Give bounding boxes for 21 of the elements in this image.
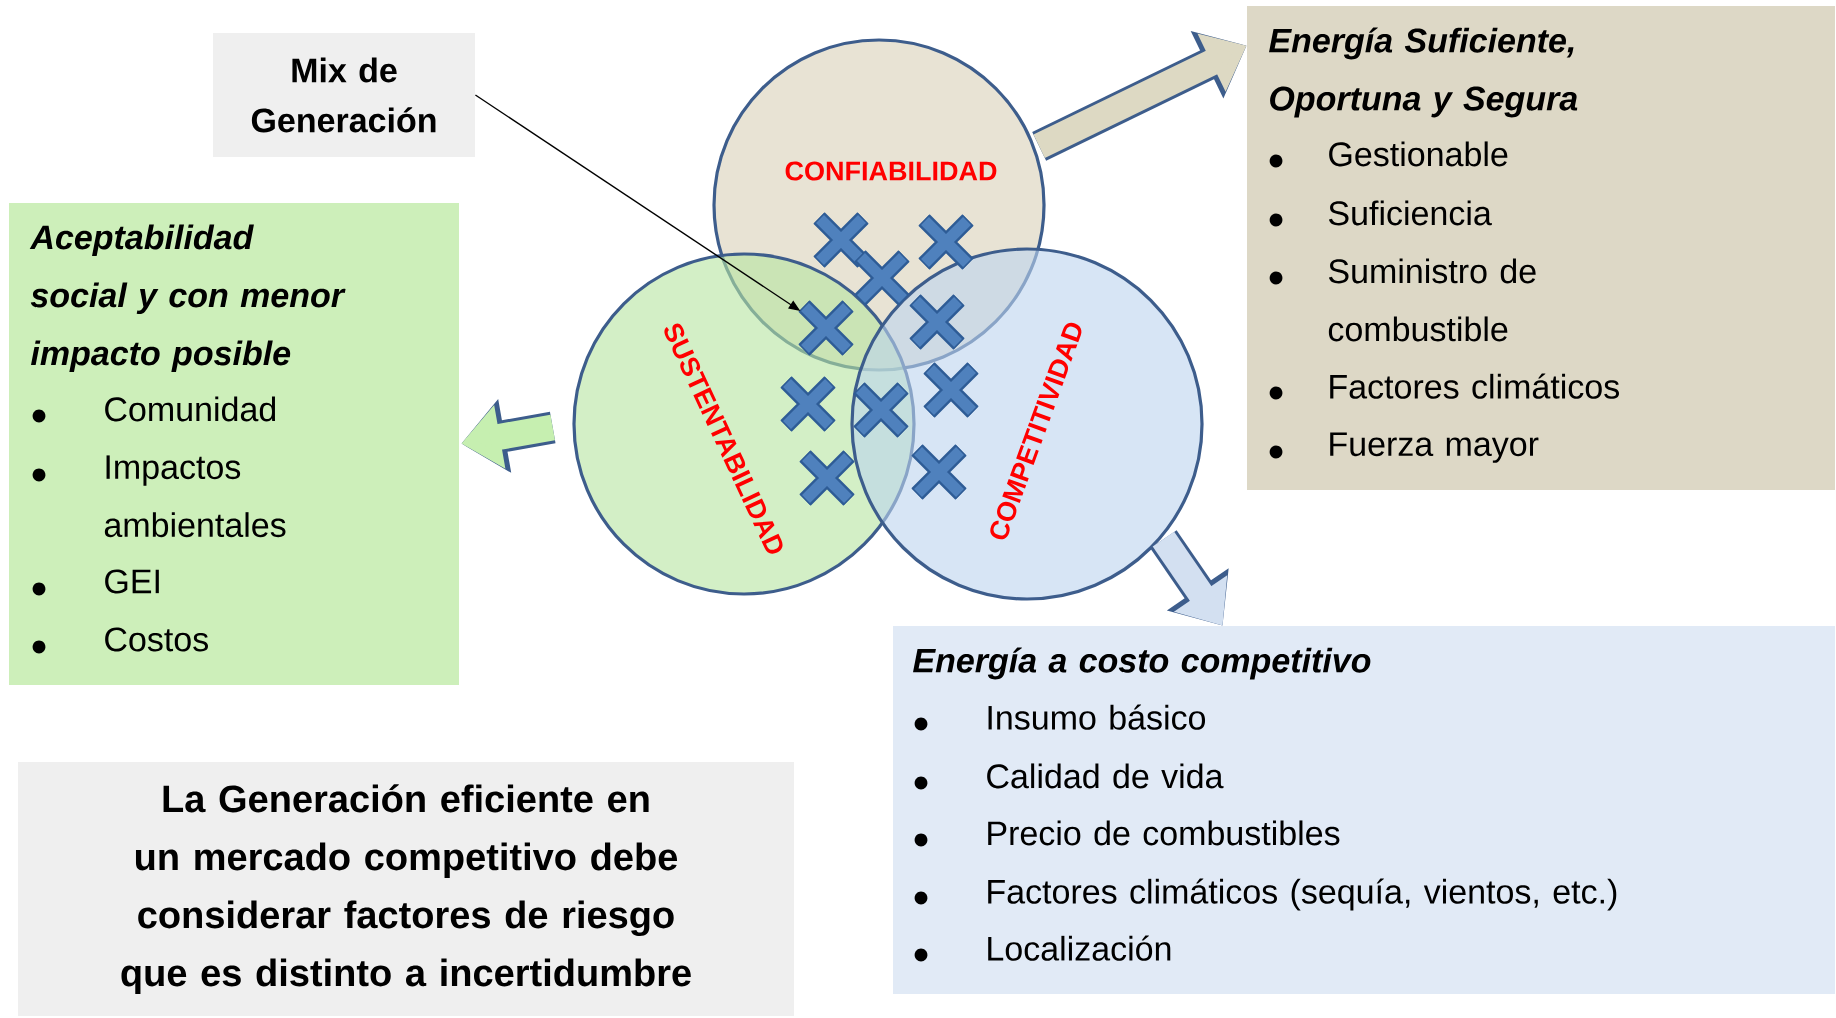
bullet-item: Gestionable (1329, 141, 1508, 167)
bullet-item: Fuerza mayor (1330, 432, 1539, 463)
bullet-item: Precio de combustibles (988, 820, 1340, 846)
bullet-item: Comunidad (105, 396, 276, 422)
panel-heading: Aceptabilidad social y con menor impacto posible (29, 224, 346, 373)
text-box: Mix de Generación (213, 33, 475, 157)
bullet-item: Costos (105, 627, 208, 652)
bullet-item: Localización (988, 935, 1171, 961)
bullet-item: Suministro de combustible (1328, 258, 1536, 342)
bullet-item: Suficiencia (1328, 200, 1492, 226)
bullet-item: Insumo básico (988, 704, 1206, 730)
bullet-item: Calidad de vida (987, 763, 1224, 789)
text-box: La Generación eficiente en un mercado competitivo debe considerar factores de riesgo que es distinto a incertidumbre (18, 762, 794, 1016)
cross-mark (796, 298, 856, 358)
bullet-item: Impactos ambientales (104, 455, 286, 538)
circle-label: CONFIABILIDAD (785, 161, 997, 181)
bullet-item: GEI (105, 569, 159, 594)
panel-heading: Energía a costo competitivo (913, 647, 1371, 680)
bullet-item: Factores climáticos (sequía, vientos, etc.) (988, 878, 1617, 911)
panel-heading: Energía Suficiente, Oportuna y Segura (1269, 27, 1578, 118)
bullet-item: Factores climáticos (1330, 373, 1619, 399)
